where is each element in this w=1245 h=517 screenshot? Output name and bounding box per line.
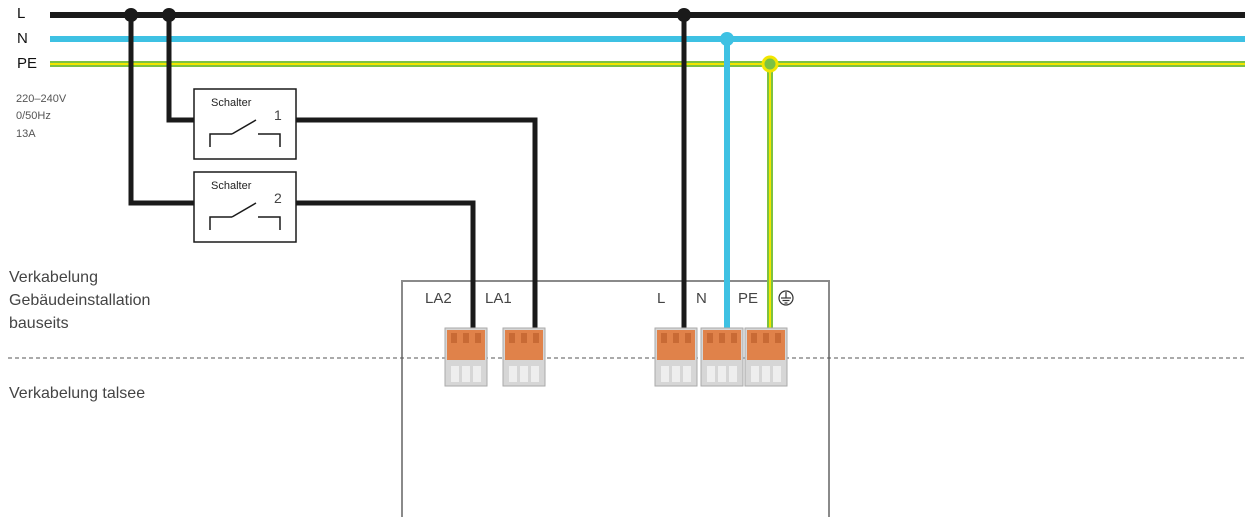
junction-dot — [162, 8, 176, 22]
terminal-label-n: N — [696, 290, 707, 307]
connector-pe — [744, 327, 788, 387]
switch-2-contact-left — [209, 216, 232, 230]
wire-la1 — [296, 117, 538, 333]
switch-1-title: Schalter — [211, 97, 252, 109]
rail-label-n: N — [17, 30, 28, 47]
connector-la1 — [502, 327, 546, 387]
switch-2-contact-right — [258, 216, 281, 230]
switch-1-contact-left — [209, 133, 232, 147]
terminal-label-la2: LA2 — [425, 290, 452, 307]
switch-1-number: 1 — [274, 107, 282, 123]
rail-label-l: L — [17, 5, 26, 22]
ground-icon — [778, 290, 794, 306]
spec-current: 13A — [16, 128, 36, 140]
rail-label-pe: PE — [17, 55, 38, 72]
spec-voltage: 220–240V — [16, 93, 67, 105]
switch-2-title: Schalter — [211, 180, 252, 192]
switch-1-box — [193, 88, 297, 160]
switch-1-contact-right — [258, 133, 281, 147]
terminal-label-la1: LA1 — [485, 290, 512, 307]
section-building-line2: Gebäudeinstallation — [9, 292, 151, 309]
junction-dot — [677, 8, 691, 22]
section-building-line1: Verkabelung — [9, 269, 98, 286]
switch-2-number: 2 — [274, 190, 282, 206]
terminal-label-pe: PE — [738, 290, 759, 307]
junction-dot — [720, 32, 734, 46]
section-building-line3: bauseits — [9, 315, 69, 332]
switch-2-lever — [231, 202, 257, 218]
junction-dot — [124, 8, 138, 22]
terminal-label-l: L — [657, 290, 666, 307]
switch-2-box — [193, 171, 297, 243]
junction-dot — [761, 55, 779, 73]
connector-la2 — [444, 327, 488, 387]
connector-n — [700, 327, 744, 387]
device-enclosure — [401, 280, 830, 517]
wire-la2 — [296, 200, 476, 333]
section-talsee: Verkabelung talsee — [9, 385, 146, 402]
wire-feed-switch2 — [128, 15, 194, 206]
wire-feed-switch1 — [166, 15, 194, 123]
switch-1-lever — [231, 119, 257, 135]
spec-frequency: 0/50Hz — [16, 110, 51, 122]
connector-l — [654, 327, 698, 387]
